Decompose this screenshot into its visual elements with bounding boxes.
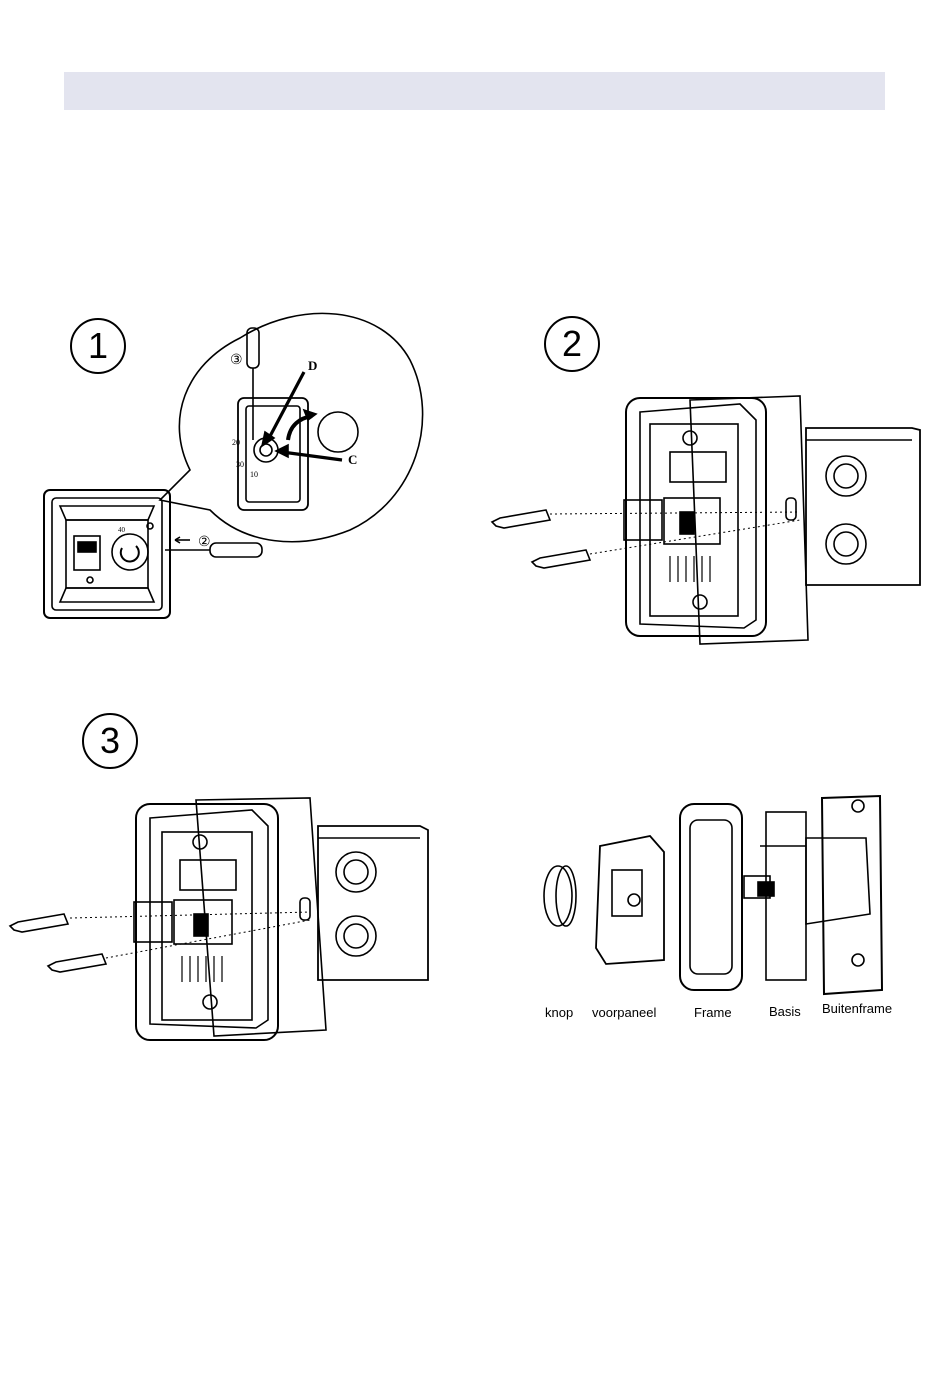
part-label-buitenframe: Buitenframe: [822, 1001, 892, 1016]
step-3-illustration: [10, 798, 428, 1040]
part-label-basis: Basis: [769, 1004, 801, 1019]
callout-step-3-marker: ③: [230, 352, 243, 369]
part-label-frame: Frame: [694, 1005, 732, 1020]
step-2-illustration: [492, 396, 920, 644]
dial-tick-30: 30: [236, 460, 244, 469]
part-label-knop: knop: [545, 1005, 573, 1020]
exploded-parts-illustration: [544, 796, 882, 994]
dial-tick-40: 40: [118, 526, 125, 534]
callout-c: C: [348, 452, 357, 468]
dial-tick-20: 20: [232, 438, 240, 447]
dial-tick-10: 10: [250, 470, 258, 479]
part-label-voorpaneel: voorpaneel: [592, 1005, 656, 1020]
callout-step-2-marker: ②: [198, 534, 211, 551]
callout-d: D: [308, 358, 317, 374]
